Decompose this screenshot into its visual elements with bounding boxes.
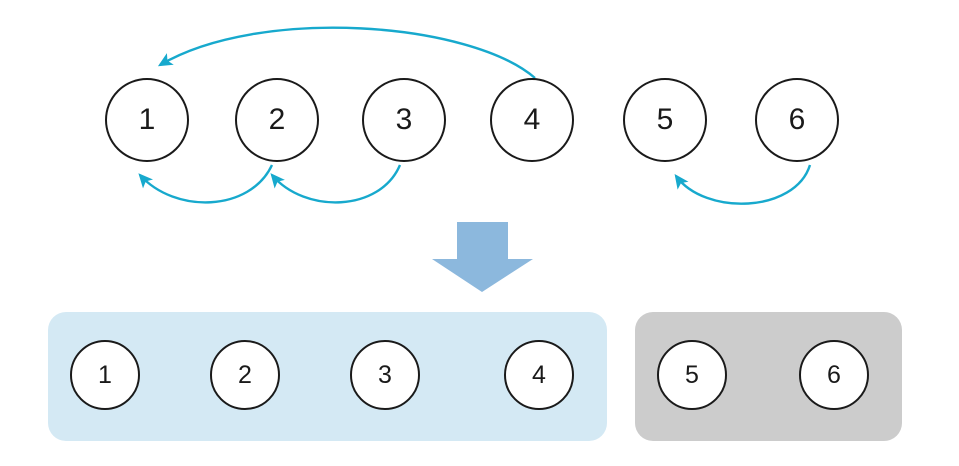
source-node-1[interactable]: 1 [105, 78, 189, 162]
node-label: 3 [378, 360, 392, 389]
node-label: 6 [827, 360, 841, 389]
group-a-node-1[interactable]: 1 [70, 340, 140, 410]
downward-transform-arrow [432, 222, 533, 292]
node-label: 3 [395, 103, 413, 136]
source-node-5[interactable]: 5 [623, 78, 707, 162]
group-a-node-3[interactable]: 3 [350, 340, 420, 410]
edge-4-to-1 [157, 26, 536, 79]
source-node-2[interactable]: 2 [235, 78, 319, 162]
edge-3-to-2 [270, 164, 402, 204]
node-label: 6 [788, 103, 806, 136]
edge-6-to-5 [674, 164, 812, 205]
node-label: 2 [268, 103, 286, 136]
group-a-node-4[interactable]: 4 [504, 340, 574, 410]
node-label: 1 [138, 103, 156, 136]
edge-2-to-1 [138, 164, 274, 204]
node-label: 1 [98, 360, 112, 389]
node-label: 2 [238, 360, 252, 389]
node-label: 4 [523, 103, 541, 136]
node-label: 4 [532, 360, 546, 389]
source-node-6[interactable]: 6 [755, 78, 839, 162]
node-label: 5 [685, 360, 699, 389]
group-b-node-5[interactable]: 5 [657, 340, 727, 410]
group-a-node-2[interactable]: 2 [210, 340, 280, 410]
group-b-node-6[interactable]: 6 [799, 340, 869, 410]
node-label: 5 [656, 103, 674, 136]
source-node-4[interactable]: 4 [490, 78, 574, 162]
source-node-3[interactable]: 3 [362, 78, 446, 162]
